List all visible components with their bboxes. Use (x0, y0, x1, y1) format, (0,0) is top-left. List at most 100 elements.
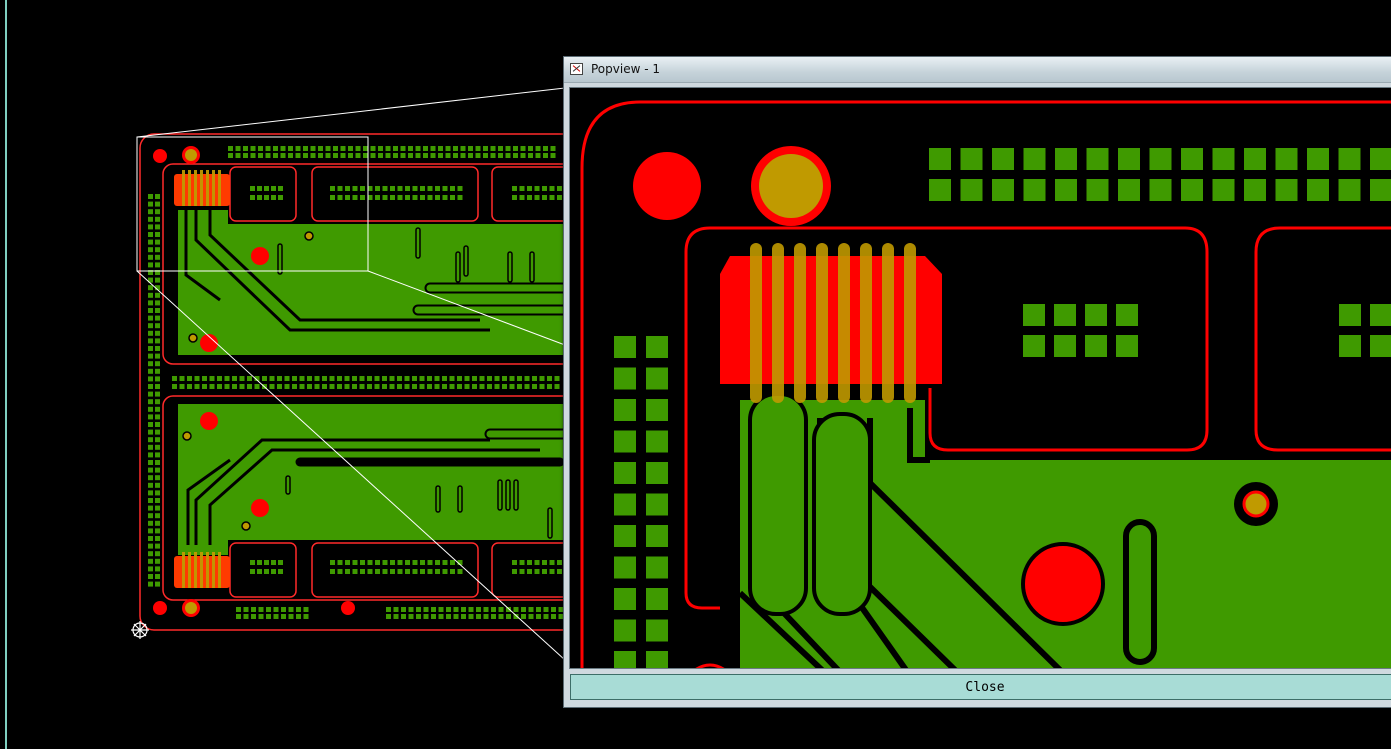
pad-cell (148, 452, 153, 458)
pad-cell (264, 195, 269, 200)
pad-cell (148, 566, 153, 572)
pad-cell (155, 558, 160, 564)
pad-cell (397, 195, 403, 200)
pad-cell (1086, 179, 1109, 201)
pad-cell (1149, 148, 1172, 170)
zoom-finger-pad (812, 412, 872, 616)
pad-cell (155, 566, 160, 572)
pad-cell (614, 430, 636, 453)
pad-cell (430, 146, 436, 151)
pad-cell (1023, 179, 1046, 201)
pad-cell (250, 153, 256, 158)
pad-cell (232, 384, 237, 389)
pad-cell (450, 195, 455, 200)
pad-cell (148, 543, 153, 549)
popview-titlebar[interactable]: Popview - 1 (564, 57, 1391, 83)
pad-cell (614, 367, 636, 390)
pad-cell (506, 614, 511, 619)
pad-cell (1212, 179, 1235, 201)
pad-cell (520, 146, 526, 151)
zoomed-board-svg[interactable] (570, 88, 1391, 669)
pad-cell (239, 384, 245, 389)
board-pad-red (341, 601, 355, 615)
pad-cell (251, 614, 256, 619)
pad-cell (277, 376, 282, 381)
pad-cell (420, 560, 425, 565)
pad-cell (352, 384, 357, 389)
popview-window[interactable]: Popview - 1 (563, 56, 1391, 708)
pad-cell (155, 505, 160, 511)
pad-cell (209, 376, 215, 381)
pad-cell (155, 460, 160, 465)
pad-cell (340, 146, 346, 151)
pad-cell (1275, 148, 1298, 170)
upper-sub-outline-1 (229, 166, 297, 222)
pad-cell (457, 560, 463, 565)
pad-cell (513, 614, 519, 619)
pad-cell (337, 384, 342, 389)
pad-cell (457, 195, 463, 200)
pad-cell (217, 376, 222, 381)
pad-cell (382, 186, 388, 191)
board-pad-red (251, 499, 269, 517)
pad-cell (1338, 179, 1361, 201)
pad-cell (614, 399, 636, 421)
pad-cell (155, 498, 160, 503)
pad-cell (442, 560, 448, 565)
pad-cell (490, 146, 496, 151)
pad-cell (284, 376, 290, 381)
pad-cell (155, 216, 160, 222)
zoom-slot (1123, 519, 1157, 665)
pad-cell (250, 195, 255, 200)
upper-slot-4 (463, 245, 469, 277)
pad-cell (445, 153, 451, 158)
close-button[interactable]: Close (570, 674, 1391, 700)
pad-cell (1181, 148, 1203, 170)
pad-cell (494, 376, 500, 381)
pad-cell (179, 384, 185, 389)
pad-cell (512, 195, 517, 200)
pad-cell (960, 179, 983, 201)
pad-cell (235, 146, 241, 151)
pad-cell (494, 384, 500, 389)
pad-cell (427, 560, 433, 565)
pad-cell (155, 528, 160, 534)
pad-cell (228, 153, 233, 158)
pad-cell (148, 285, 153, 291)
pad-cell (155, 475, 160, 481)
pad-cell (521, 607, 526, 612)
pad-cell (1370, 335, 1391, 357)
pad-cell (416, 614, 421, 619)
pad-cell (330, 569, 335, 574)
pad-cell (148, 216, 153, 222)
pad-cell (280, 153, 286, 158)
pad-cell (929, 179, 951, 201)
pad-cell (557, 569, 562, 574)
pad-cell (646, 588, 668, 610)
pad-cell (554, 376, 560, 381)
pad-cell (148, 429, 153, 435)
pad-cell (284, 384, 290, 389)
popview-zoomed-view[interactable] (569, 87, 1391, 669)
pad-cell (382, 195, 388, 200)
zoom-module-outline-2 (928, 226, 1209, 452)
zoom-callout-line-bottom (136, 270, 566, 661)
pad-cell (535, 146, 541, 151)
upper-slot-2 (277, 243, 283, 275)
upper-trace-1 (194, 205, 490, 332)
pad-cell (155, 452, 160, 458)
pad-cell (549, 560, 555, 565)
pad-cell (344, 384, 350, 389)
pad-cell (155, 292, 160, 298)
pad-cell (528, 614, 534, 619)
zoom-outline-stub (695, 663, 725, 668)
pad-cell (412, 569, 418, 574)
pad-cell (292, 384, 297, 389)
pad-cell (217, 384, 222, 389)
pad-cell (513, 146, 518, 151)
upper-trace-3 (184, 205, 221, 302)
pad-cell (172, 376, 177, 381)
pad-cell (646, 493, 668, 516)
